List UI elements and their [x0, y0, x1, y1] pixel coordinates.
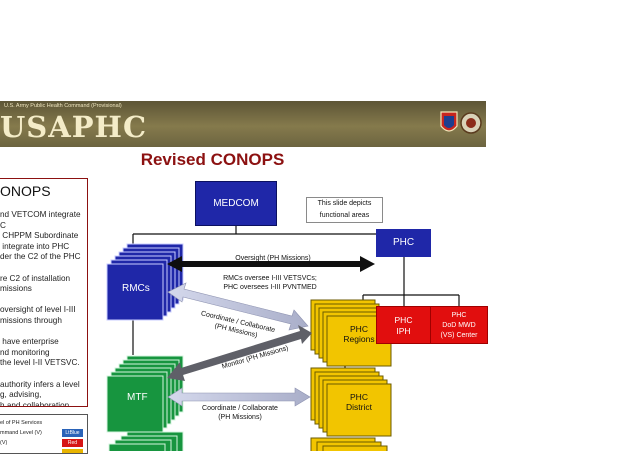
medcom-node: MEDCOM — [195, 181, 277, 226]
note-text: This slide depicts functional areas — [317, 200, 372, 219]
phc-label: PHC — [392, 237, 415, 248]
dod-mwd-node: PHC DoD MWD (VS) Center — [430, 306, 488, 344]
header-subtitle: U.S. Army Public Health Command (Provisi… — [4, 103, 122, 109]
legend-label: mmand Level (V) — [0, 430, 42, 436]
regimental-crest-icon — [440, 111, 458, 132]
medcom-label: MEDCOM — [213, 198, 259, 209]
lower-yellow-stack — [310, 437, 388, 451]
rmcs-stack — [106, 243, 184, 321]
functional-areas-note: This slide depicts functional areas — [306, 197, 383, 223]
conops-title: ONOPS — [0, 183, 51, 199]
coordinate-lower-arrow — [167, 387, 311, 407]
coordinate-lower-label: Coordinate / Collaborate (PH Missions) — [202, 405, 278, 421]
phc-regions-stack — [310, 299, 392, 367]
legend-swatch: Red — [62, 439, 83, 447]
oversight-arrow — [167, 256, 375, 272]
mtf-label: MTF — [127, 392, 148, 403]
oversight-label: Oversight (PH Missions) — [235, 255, 311, 262]
lower-green-stack — [108, 431, 184, 451]
crest-icons — [440, 111, 482, 134]
slide-title: Revised CONOPS — [140, 150, 285, 169]
conops-panel: ONOPS nd VETCOM integrate C CHPPM Subord… — [0, 178, 88, 407]
header-title: USAPHC — [0, 110, 148, 144]
dod-mwd-label: PHC DoD MWD (VS) Center — [440, 312, 478, 339]
phc-iph-node: PHC IPH — [376, 306, 431, 344]
rmcs-label: RMCs — [122, 283, 150, 294]
legend-label: el of PH Services — [0, 420, 43, 426]
legend-swatch: LtBlue — [62, 429, 83, 437]
phc-district-label: PHC District — [346, 392, 372, 412]
phc-iph-label: PHC IPH — [394, 315, 413, 336]
legend-label: (V) — [0, 440, 8, 446]
coordinate-upper-arrow — [167, 282, 309, 331]
mtf-stack — [106, 355, 184, 433]
command-seal-icon — [460, 112, 482, 134]
phc-regions-label: PHC Regions — [343, 324, 375, 344]
phc-node: PHC — [376, 229, 431, 257]
conops-text: nd VETCOM integrate C CHPPM Subordinate … — [0, 210, 81, 407]
monitor-arrow — [167, 325, 312, 381]
phc-district-stack — [310, 367, 392, 437]
rmcs-oversee-label: RMCs oversee I-III VETSVCs; PHC oversees… — [223, 275, 317, 291]
header-banner: U.S. Army Public Health Command (Provisi… — [0, 101, 486, 147]
